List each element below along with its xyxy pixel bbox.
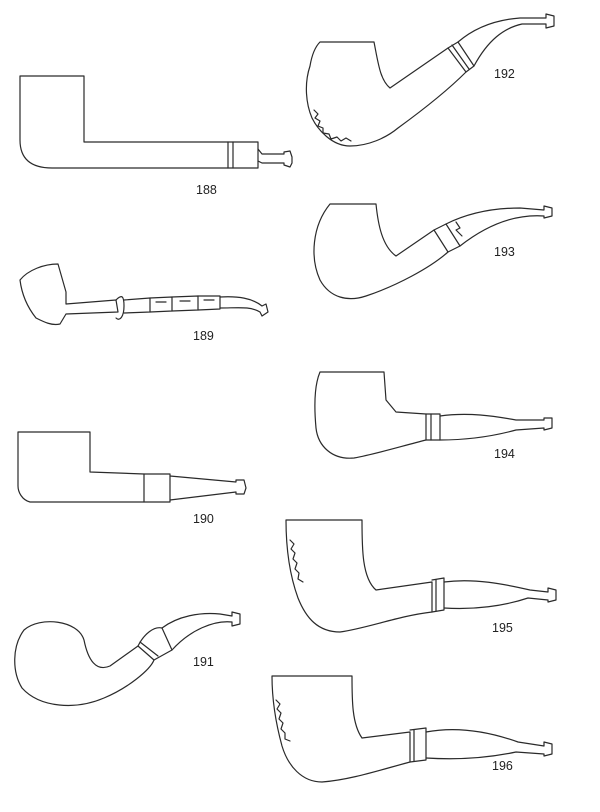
pipe-figure-189: 189 [19, 263, 269, 343]
pipe-bowl [19, 75, 229, 169]
pipe-bowl [313, 203, 449, 300]
pipe-figure-192: 192 [305, 13, 555, 147]
pipe-mouthpiece [439, 413, 553, 441]
pipe-number-label: 191 [193, 655, 214, 669]
pipe-bowl [314, 371, 427, 459]
pipe-number-label: 192 [494, 67, 515, 81]
pipe-rustication [289, 539, 304, 583]
pipe-bowl [19, 263, 119, 326]
pipe-mouthpiece [161, 611, 241, 651]
pipe-stem-segment [171, 295, 199, 312]
pipe-stem-segment [197, 295, 221, 311]
pipe-band [139, 641, 159, 657]
pipe-bowl [305, 41, 467, 147]
pipe-number-label: 195 [492, 621, 513, 635]
pipe-figure-194: 194 [314, 371, 553, 461]
pipe-bowl [285, 519, 433, 633]
pipe-stem [425, 413, 441, 441]
pipe-number-label: 189 [193, 329, 214, 343]
pipe-figure-196: 196 [271, 675, 553, 783]
pipe-mouthpiece [457, 13, 555, 67]
pipe-number-label: 193 [494, 245, 515, 259]
pipe-bowl [14, 621, 155, 707]
pipe-stem [409, 727, 427, 763]
pipe-mouthpiece [445, 205, 553, 247]
pipe-stem [227, 141, 259, 169]
pipe-mouthpiece [169, 475, 247, 501]
pipe-number-label: 194 [494, 447, 515, 461]
pipe-figure-193: 193 [313, 203, 553, 300]
pipe-bowl [17, 431, 145, 503]
pipe-rustication [313, 109, 352, 142]
pipe-crack-mark [455, 221, 463, 237]
pipe-stem [431, 577, 445, 613]
pipe-band [451, 44, 470, 70]
pipe-number-label: 190 [193, 512, 214, 526]
pipe-stem [433, 223, 461, 253]
pipe-number-label: 188 [196, 183, 217, 197]
pipe-figure-191: 191 [14, 611, 241, 707]
pipe-ferrule [115, 296, 125, 320]
pipe-rustication [275, 699, 291, 742]
pipe-stem-segment [123, 297, 151, 314]
pipe-stem [447, 41, 475, 73]
pipe-mouthpiece [219, 296, 269, 317]
pipe-shank-extension [143, 473, 171, 503]
pipe-figure-188: 188 [19, 75, 293, 197]
pipe-mouthpiece [257, 148, 293, 168]
pipe-figure-195: 195 [285, 519, 557, 635]
pipe-mouthpiece [425, 729, 553, 760]
pipe-stem-segment [149, 296, 173, 313]
pipe-figure-190: 190 [17, 431, 247, 526]
pipe-mouthpiece [443, 580, 557, 610]
pipe-number-label: 196 [492, 759, 513, 773]
pipe-bowl [271, 675, 411, 783]
